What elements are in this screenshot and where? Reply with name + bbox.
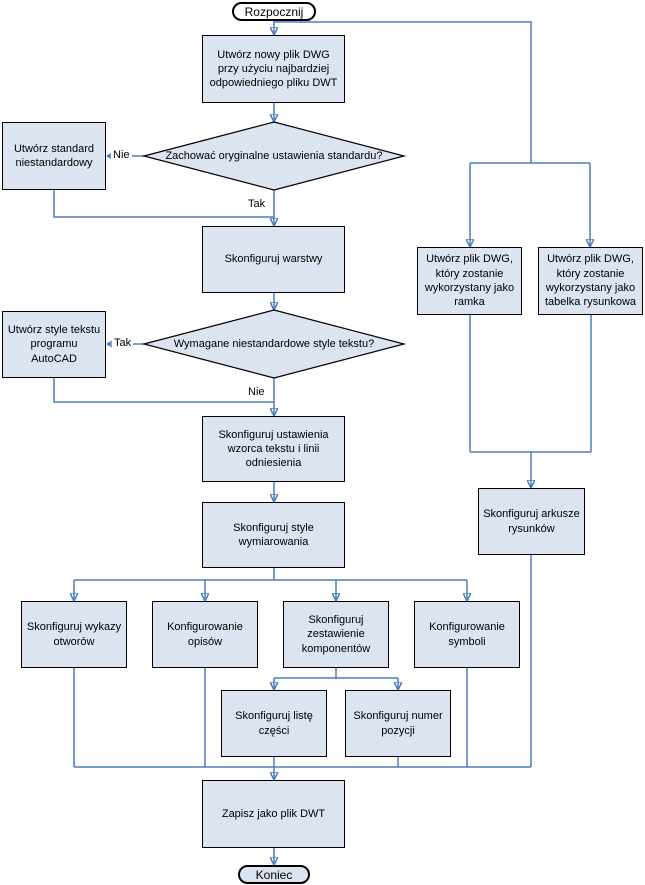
end-terminator: Koniec xyxy=(238,865,310,884)
edge-label-text-styles-no: Nie xyxy=(246,386,267,399)
node-title-block-dwg: Utwórz plik DWG, który zostanie wykorzys… xyxy=(538,247,643,315)
start-terminator: Rozpocznij xyxy=(232,2,316,21)
node-symbols: Konfigurowanie symboli xyxy=(414,601,520,668)
node-create-text-styles: Utwórz style tekstu programu AutoCAD xyxy=(2,311,106,378)
node-annotations: Konfigurowanie opisów xyxy=(152,601,258,668)
node-hole-charts: Skonfiguruj wykazy otworów xyxy=(21,601,127,668)
node-component-lists: Skonfiguruj zestawienie komponentów xyxy=(283,601,389,668)
node-create-dwg: Utwórz nowy plik DWG przy użyciu najbard… xyxy=(202,35,345,103)
node-custom-standard: Utwórz standard niestandardowy xyxy=(2,122,106,190)
node-item-number: Skonfiguruj numer pozycji xyxy=(345,690,451,757)
decision-text-styles-shape xyxy=(141,309,407,379)
node-parts-list: Skonfiguruj listę części xyxy=(221,690,327,757)
node-dim-styles: Skonfiguruj style wymiarowania xyxy=(202,502,345,568)
decision-keep-standard-shape xyxy=(141,121,407,191)
node-frame-dwg: Utwórz plik DWG, który zostanie wykorzys… xyxy=(417,247,522,315)
node-save-dwt: Zapisz jako plik DWT xyxy=(202,780,345,848)
node-drawing-sheets: Skonfiguruj arkusze rysunków xyxy=(478,488,585,555)
edge-label-keep-standard-yes: Tak xyxy=(246,198,268,211)
edge-label-keep-standard-no: Nie xyxy=(111,149,132,162)
node-note-settings: Skonfiguruj ustawienia wzorca tekstu i l… xyxy=(202,416,345,482)
edge-label-text-styles-yes: Tak xyxy=(112,337,134,350)
node-configure-layers: Skonfiguruj warstwy xyxy=(202,226,345,293)
